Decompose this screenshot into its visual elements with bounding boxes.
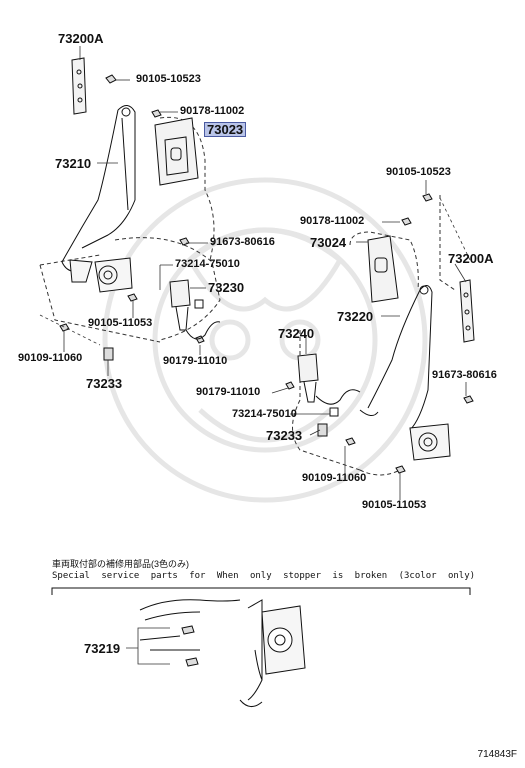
right-bolts bbox=[285, 193, 474, 474]
part-label-73024[interactable]: 73024 bbox=[310, 235, 347, 250]
left-leaders bbox=[39, 46, 208, 376]
part-label-90109-11060-right[interactable]: 90109-11060 bbox=[302, 472, 367, 484]
part-label-91673-80616-right[interactable]: 91673-80616 bbox=[432, 369, 497, 381]
part-label-90109-11060-left[interactable]: 90109-11060 bbox=[18, 352, 83, 364]
part-label-90178-11002-right[interactable]: 90178-11002 bbox=[300, 215, 365, 227]
part-label-90105-10523-left[interactable]: 90105-10523 bbox=[136, 73, 201, 85]
part-label-91673-80616-left[interactable]: 91673-80616 bbox=[210, 236, 275, 248]
part-label-90179-11010-right[interactable]: 90179-11010 bbox=[196, 386, 261, 398]
part-label-73023[interactable]: 73023 bbox=[204, 122, 247, 137]
left-shoulder-anchor-73023 bbox=[154, 117, 199, 186]
bottom-leaders bbox=[126, 627, 170, 665]
note-japanese: 車両取付部の補修用部品(3色のみ) bbox=[52, 559, 190, 569]
right-belt-73220 bbox=[359, 285, 433, 431]
part-label-90179-11010-left[interactable]: 90179-11010 bbox=[163, 355, 228, 367]
part-label-73200a-right[interactable]: 73200A bbox=[448, 251, 494, 266]
watermark-logo bbox=[102, 177, 428, 503]
part-label-90178-11002-left[interactable]: 90178-11002 bbox=[180, 105, 245, 117]
part-label-73240[interactable]: 73240 bbox=[278, 326, 315, 341]
part-label-73233-left[interactable]: 73233 bbox=[86, 376, 123, 391]
stopper-assembly-73219 bbox=[139, 599, 306, 707]
left-retractor bbox=[69, 257, 133, 293]
part-label-73233-right[interactable]: 73233 bbox=[266, 428, 303, 443]
right-shoulder-anchor-73024 bbox=[367, 235, 399, 303]
part-label-90105-10523-right[interactable]: 90105-10523 bbox=[386, 166, 451, 178]
part-label-73200a-left[interactable]: 73200A bbox=[58, 31, 104, 46]
right-rail-73200a bbox=[459, 279, 475, 343]
part-label-73210[interactable]: 73210 bbox=[55, 156, 92, 171]
left-buckle-73230 bbox=[169, 279, 221, 340]
left-belt-73210 bbox=[61, 105, 136, 272]
part-label-90105-11053-left[interactable]: 90105-11053 bbox=[88, 317, 153, 329]
right-leaders bbox=[271, 180, 471, 500]
part-label-73230[interactable]: 73230 bbox=[208, 280, 245, 295]
part-label-73220[interactable]: 73220 bbox=[337, 309, 374, 324]
part-label-73219[interactable]: 73219 bbox=[84, 641, 121, 656]
figure-number: 714843F bbox=[477, 749, 517, 760]
part-label-73214-75010-right[interactable]: 73214-75010 bbox=[232, 408, 297, 420]
right-buckle-73240 bbox=[297, 353, 361, 417]
part-label-90105-11053-right[interactable]: 90105-11053 bbox=[362, 499, 427, 511]
right-retractor bbox=[409, 423, 451, 461]
left-bolts bbox=[59, 74, 205, 361]
part-label-73214-75010-left[interactable]: 73214-75010 bbox=[175, 258, 240, 270]
note-bracket bbox=[51, 587, 471, 595]
note-english: Special service parts for When only stop… bbox=[52, 571, 476, 581]
left-rail-73200a bbox=[71, 57, 87, 115]
